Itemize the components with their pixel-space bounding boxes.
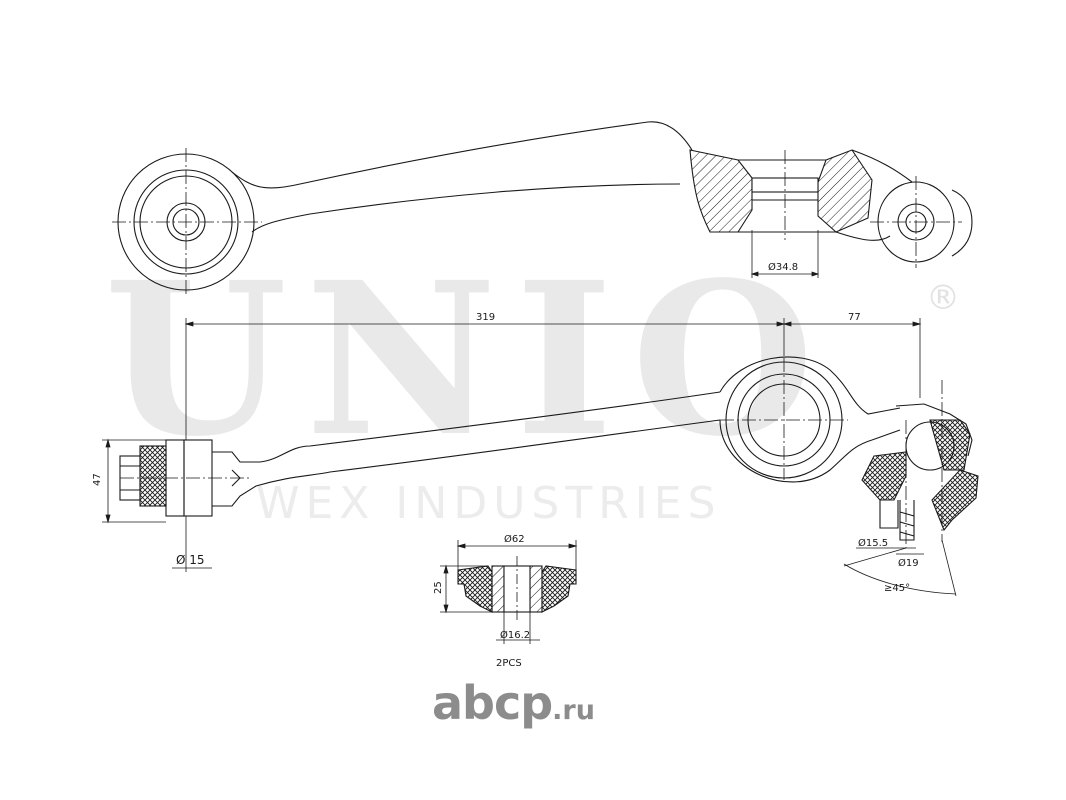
watermark-subtitle: WEX INDUSTRIES: [256, 478, 722, 529]
side-view-ball-joint: [861, 380, 979, 548]
dim-joint-lines: [843, 539, 957, 597]
abcp-logo: abcp.ru: [432, 676, 595, 730]
dim-height-end: 47: [92, 473, 103, 486]
dim-length-offset: 77: [848, 312, 861, 323]
dim-bushing-inner: Ø16.2: [500, 629, 530, 641]
dim-bushing-height: 25: [433, 581, 444, 594]
dim-bushing-outer: Ø62: [504, 533, 525, 545]
dim-pin-dia: Ø 15: [176, 553, 205, 567]
dim-height-end-lines: [102, 438, 166, 524]
dim-pin-lines: [172, 516, 212, 572]
dim-joint-angle: ≥45°: [884, 583, 910, 594]
dim-length-main: 319: [476, 312, 495, 323]
dim-length-lines: [184, 318, 922, 440]
abcp-logo-name: abcp: [432, 676, 553, 730]
dim-joint-dia-a: Ø15.5: [858, 537, 888, 549]
dim-joint-dia-b: Ø19: [898, 557, 919, 569]
dim-bushing-lines: [440, 540, 578, 644]
dim-bore-top-label: Ø34.8: [768, 261, 798, 273]
top-view-centerlines: [112, 148, 962, 296]
side-view-end-fitting: [119, 391, 721, 517]
dim-bore-top: [750, 230, 820, 278]
bushing-quantity-note: 2PCS: [496, 658, 522, 669]
abcp-logo-tld: .ru: [552, 695, 595, 726]
watermark-registered-mark: ®: [926, 278, 960, 318]
top-view-arm: [117, 121, 973, 291]
side-view-bushing-housing: [719, 356, 901, 483]
